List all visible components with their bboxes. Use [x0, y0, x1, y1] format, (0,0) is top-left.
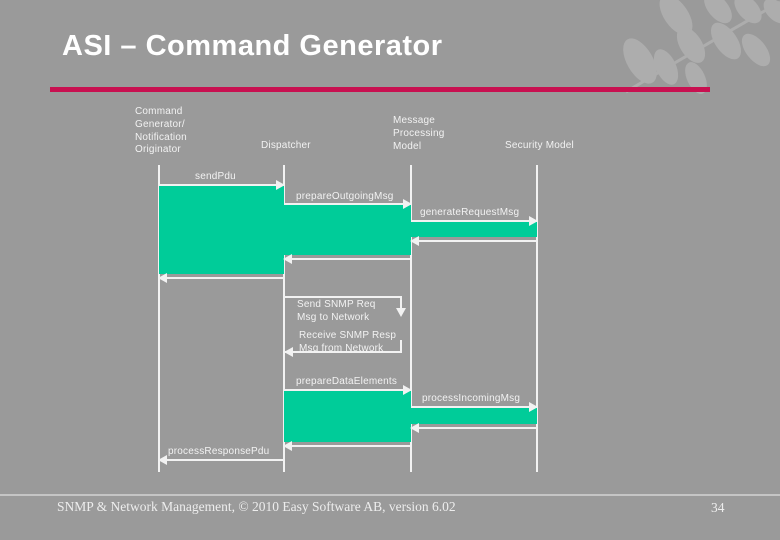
message-label-generate-request-msg: generateRequestMsg: [420, 207, 520, 218]
message-label-prepare-outgoing-msg: prepareOutgoingMsg: [296, 191, 394, 202]
activation-prepare-outgoing-msg: [284, 205, 411, 255]
lifeline-command-generator: [158, 165, 160, 472]
arrow-send-pdu-return: [158, 273, 284, 283]
arrow-send-snmp-drop: [400, 296, 402, 308]
arrow-prepare-data-elements-return: [283, 441, 411, 451]
slide-title: ASI – Command Generator: [62, 30, 443, 62]
lifeline-message-processing-model: [410, 165, 412, 472]
lifeline-header-dispatcher: Dispatcher: [261, 140, 311, 151]
activation-send-pdu: [159, 186, 284, 274]
arrow-generate-request-msg-return: [410, 236, 537, 246]
arrow-send-pdu: [159, 180, 285, 190]
lifeline-security-model: [536, 165, 538, 472]
arrow-generate-request-msg: [411, 216, 538, 226]
page-number: 34: [711, 500, 725, 515]
arrow-process-incoming-msg-return: [410, 423, 537, 433]
activation-process-incoming-msg: [411, 408, 537, 424]
footer-text: SNMP & Network Management, © 2010 Easy S…: [57, 499, 456, 514]
footer-divider: [0, 494, 780, 496]
message-label-process-incoming-msg: processIncomingMsg: [422, 393, 521, 404]
arrow-prepare-outgoing-msg: [284, 199, 412, 209]
arrow-send-snmp-head-icon: [396, 308, 406, 317]
leaf-branch-icon: [623, 0, 780, 94]
message-label-receive-snmp: Receive SNMP Resp Msg from Network: [299, 330, 397, 354]
lifeline-header-security-model: Security Model: [505, 140, 574, 151]
lifeline-header-message-processing-model: Message Processing Model: [393, 115, 445, 152]
message-label-send-snmp: Send SNMP Req Msg to Network: [297, 299, 376, 323]
arrow-process-incoming-msg: [411, 402, 538, 412]
title-underline: [50, 87, 710, 92]
arrow-prepare-data-elements: [284, 385, 412, 395]
activation-generate-request-msg: [411, 222, 537, 237]
arrow-receive-snmp-drop: [400, 340, 402, 353]
lifeline-dispatcher: [283, 165, 285, 472]
arrow-process-response-pdu: [158, 455, 284, 465]
message-label-process-response-pdu: processResponsePdu: [168, 446, 270, 457]
message-label-send-pdu: sendPdu: [195, 171, 236, 182]
activation-prepare-data-elements: [284, 391, 411, 442]
message-label-prepare-data-elements: prepareDataElements: [296, 376, 398, 387]
arrow-receive-snmp: [284, 347, 402, 357]
arrow-send-snmp-top: [285, 296, 402, 298]
arrow-prepare-outgoing-msg-return: [283, 254, 411, 264]
lifeline-header-command-generator: Command Generator/ Notification Originat…: [135, 106, 187, 156]
